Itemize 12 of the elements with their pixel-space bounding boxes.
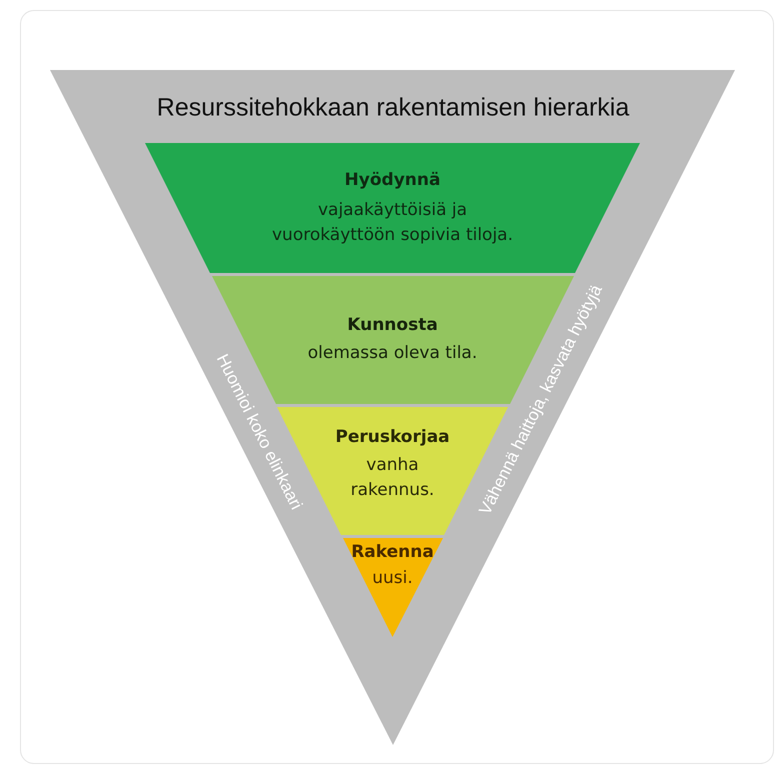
level-description: uusi.: [371, 567, 414, 590]
level-heading: Rakenna: [351, 541, 434, 564]
level-description: vajaakäyttöisiä ja vuorokäyttöön sopivia tiloja.: [270, 199, 514, 247]
level-heading: Kunnosta: [347, 314, 438, 337]
level-description: vanha rakennus.: [350, 454, 436, 502]
pyramid-title: Resurssitehokkaan rakentamisen hierarkia: [156, 94, 630, 122]
level-description: olemassa oleva tila.: [306, 342, 478, 365]
pyramid-level: [342, 538, 442, 637]
level-heading: Hyödynnä: [344, 169, 440, 192]
pyramid-level: [145, 143, 640, 273]
pyramid-frame: [50, 70, 735, 745]
level-heading: Peruskorjaa: [335, 426, 450, 449]
